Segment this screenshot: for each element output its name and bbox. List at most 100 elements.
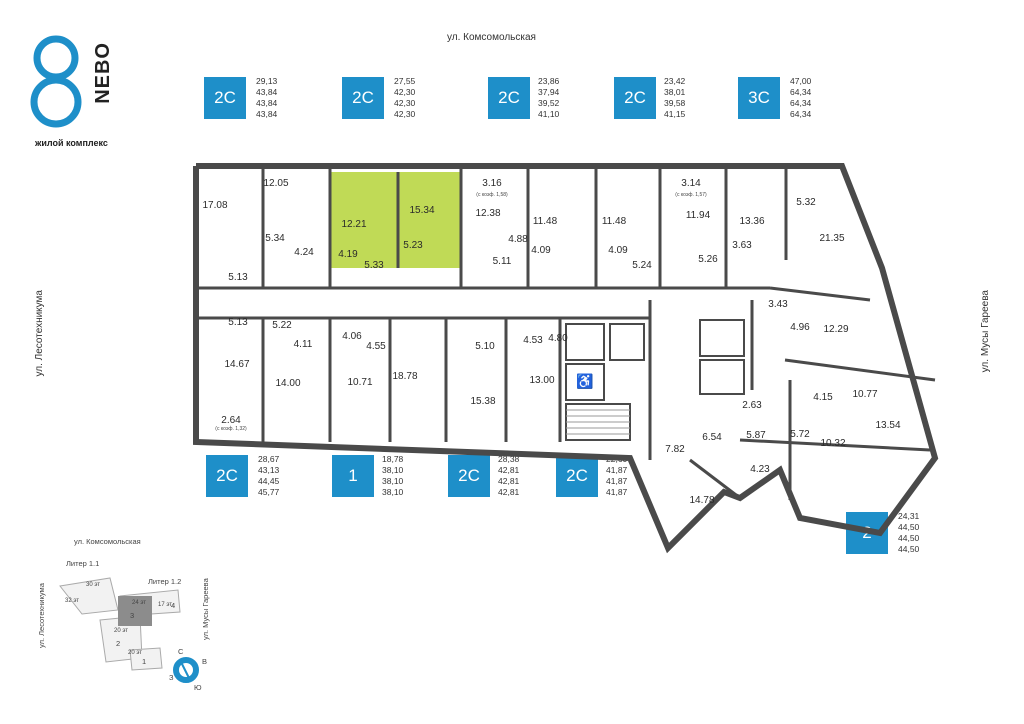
area-value: 43,84 — [256, 87, 278, 97]
room-label: 2.64 — [221, 415, 241, 426]
svg-text:Литер 1.2: Литер 1.2 — [148, 577, 181, 586]
svg-text:Литер 1.1: Литер 1.1 — [66, 559, 99, 568]
area-value: 44,45 — [258, 476, 280, 486]
room-label: 5.87 — [746, 430, 766, 441]
area-value: 38,10 — [382, 465, 404, 475]
unit-bottom-3[interactable]: 2С 28,38 42,81 42,81 42,81 — [448, 454, 519, 497]
room-label: 4.88 — [508, 234, 528, 245]
room-label: 13.00 — [529, 375, 554, 386]
room-label: 14.00 — [275, 378, 300, 389]
room-label: 3.16 — [482, 178, 502, 189]
area-value: 45,77 — [258, 487, 280, 497]
unit-type-badge: 2С — [206, 455, 248, 497]
minimap-street-top: ул. Комсомольская — [74, 537, 141, 546]
room-label: 11.48 — [602, 216, 627, 227]
area-value: 43,13 — [258, 465, 280, 475]
svg-text:32 эт: 32 эт — [65, 598, 79, 604]
room-label: 4.06 — [342, 331, 362, 342]
street-top: ул. Комсомольская — [447, 32, 536, 43]
room-label: 4.19 — [338, 249, 358, 260]
svg-text:20 эт: 20 эт — [114, 628, 128, 634]
area-value: 42,30 — [394, 109, 416, 119]
unit-top-5[interactable]: 3С 47,00 64,34 64,34 64,34 — [738, 76, 811, 119]
area-value: 28,67 — [258, 454, 280, 464]
room-note: (с коэф. 1,58) — [476, 192, 508, 198]
room-label: 5.34 — [265, 233, 285, 244]
room-label: 4.15 — [813, 392, 833, 403]
svg-text:4: 4 — [171, 601, 175, 610]
unit-top-4[interactable]: 2С 23,42 38,01 39,58 41,15 — [614, 76, 685, 119]
area-value: 42,30 — [394, 98, 416, 108]
svg-text:24 эт: 24 эт — [132, 600, 146, 606]
svg-text:С: С — [178, 647, 184, 656]
area-value: 44,50 — [898, 533, 920, 543]
svg-text:1: 1 — [142, 657, 146, 666]
unit-bottom-2[interactable]: 1 18,78 38,10 38,10 38,10 — [332, 454, 403, 497]
room-label: 5.13 — [228, 272, 248, 283]
area-value: 29,13 — [256, 76, 278, 86]
svg-text:20 эт: 20 эт — [128, 650, 142, 656]
area-value: 42,81 — [498, 476, 520, 486]
room-label: 5.24 — [632, 260, 652, 271]
area-value: 39,58 — [664, 98, 686, 108]
room-label: 7.82 — [665, 444, 685, 455]
room-label: 4.23 — [750, 464, 770, 475]
area-value: 42,30 — [394, 87, 416, 97]
room-label: 17.08 — [202, 200, 227, 211]
area-value: 42,81 — [498, 487, 520, 497]
highlighted-apartment — [330, 172, 461, 268]
compass-icon — [173, 657, 199, 683]
minimap-street-right: ул. Мусы Гареева — [201, 577, 210, 640]
unit-type-badge: 2С — [342, 77, 384, 119]
room-label: 5.32 — [796, 197, 816, 208]
area-value: 24,31 — [898, 511, 920, 521]
area-value: 47,00 — [790, 76, 812, 86]
unit-top-3[interactable]: 2С 23,86 37,94 39,52 41,10 — [488, 76, 559, 119]
room-label: 14.67 — [224, 359, 249, 370]
unit-bottom-1[interactable]: 2С 28,67 43,13 44,45 45,77 — [206, 454, 279, 497]
room-label: 5.26 — [698, 254, 718, 265]
area-value: 39,52 — [538, 98, 560, 108]
room-label: 21.35 — [819, 233, 844, 244]
room-label: 14.78 — [689, 495, 714, 506]
area-value: 38,01 — [664, 87, 686, 97]
room-label: 4.53 — [523, 335, 543, 346]
area-value: 27,55 — [394, 76, 416, 86]
room-label: 15.34 — [409, 205, 434, 216]
area-value: 28,38 — [498, 454, 520, 464]
wheelchair-icon: ♿ — [576, 373, 593, 390]
room-label: 5.22 — [272, 320, 292, 331]
unit-type-badge: 3С — [738, 77, 780, 119]
area-value: 41,15 — [664, 109, 686, 119]
area-value: 64,34 — [790, 109, 812, 119]
room-label: 13.36 — [739, 216, 764, 227]
room-label: 10.32 — [820, 438, 845, 449]
site-minimap: ул. Комсомольская ул. Лесотехникума ул. … — [37, 537, 210, 692]
room-labels: 12.05 17.08 12.21 15.34 3.16 (с коэф. 1,… — [202, 178, 900, 506]
area-value: 41,87 — [606, 487, 628, 497]
room-label: 3.63 — [732, 240, 752, 251]
room-label: 12.05 — [263, 178, 288, 189]
room-label: 10.77 — [852, 389, 877, 400]
room-label: 15.38 — [470, 396, 495, 407]
unit-type-badge: 1 — [332, 455, 374, 497]
core — [565, 319, 745, 441]
room-label: 5.33 — [364, 260, 384, 271]
room-label: 4.09 — [531, 245, 551, 256]
room-label: 6.54 — [702, 432, 722, 443]
room-label: 10.71 — [347, 377, 372, 388]
unit-top-1[interactable]: 2С 29,13 43,84 43,84 43,84 — [204, 76, 277, 119]
area-value: 41,87 — [606, 465, 628, 475]
svg-text:2: 2 — [116, 639, 120, 648]
area-value: 64,34 — [790, 87, 812, 97]
svg-text:В: В — [202, 657, 207, 666]
room-label: 11.94 — [686, 210, 711, 221]
unit-top-2[interactable]: 2С 27,55 42,30 42,30 42,30 — [342, 76, 415, 119]
area-value: 64,34 — [790, 98, 812, 108]
unit-type-badge: 2С — [448, 455, 490, 497]
room-label: 5.13 — [228, 317, 248, 328]
minimap-street-left: ул. Лесотехникума — [37, 582, 46, 648]
room-label: 3.43 — [768, 299, 788, 310]
room-note: (с коэф. 1,57) — [675, 192, 707, 198]
room-label: 4.80 — [548, 333, 568, 344]
